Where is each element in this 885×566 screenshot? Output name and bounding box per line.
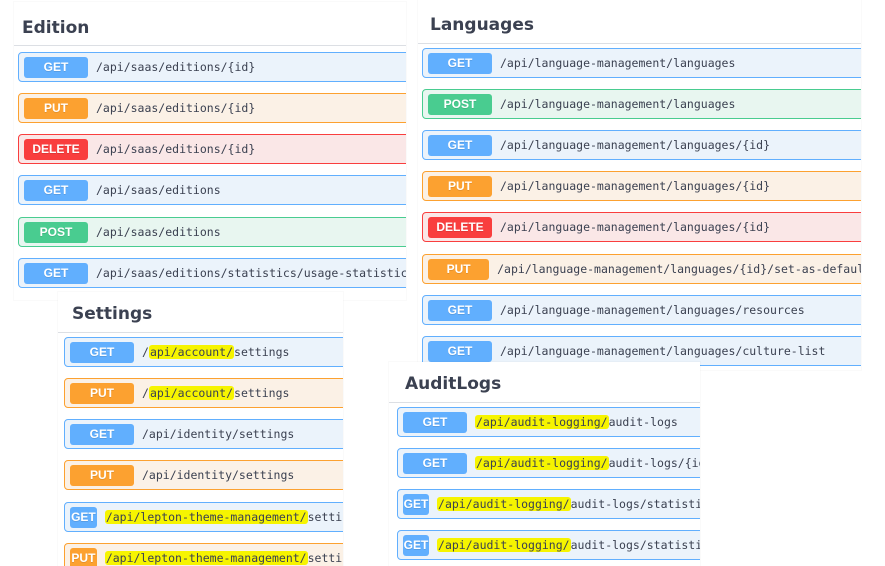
edition-panel: Edition GET /api/saas/editions/{id} PUT …	[14, 2, 406, 300]
auditlogs-divider	[389, 402, 700, 403]
path-highlight: /api/audit-logging/	[437, 497, 571, 511]
method-badge: GET	[70, 506, 97, 528]
endpoint-path: /api/audit-logging/audit-logs/statistics	[437, 497, 700, 511]
auditlogs-op-get-list[interactable]: GET /api/audit-logging/audit-logs	[397, 407, 700, 437]
method-badge: PUT	[70, 382, 134, 404]
edition-op-post[interactable]: POST /api/saas/editions	[18, 217, 406, 247]
endpoint-path: /api/identity/settings	[142, 468, 295, 482]
settings-op-get-lepton-theme[interactable]: GET /api/lepton-theme-management/setting…	[64, 502, 343, 532]
method-badge: PUT	[70, 464, 134, 486]
endpoint-path: /api/saas/editions/statistics/usage-stat…	[96, 266, 406, 280]
method-badge: GET	[428, 52, 492, 74]
endpoint-path: /api/saas/editions	[96, 225, 221, 239]
endpoint-path: /api/audit-logging/audit-logs	[475, 415, 678, 429]
edition-divider	[14, 45, 406, 46]
settings-op-put-account[interactable]: PUT /api/account/settings	[64, 378, 343, 408]
languages-title: Languages	[430, 15, 534, 35]
edition-op-get-by-id[interactable]: GET /api/saas/editions/{id}	[18, 52, 406, 82]
method-badge: POST	[428, 93, 492, 115]
method-badge: GET	[428, 340, 492, 362]
method-badge: GET	[24, 262, 88, 284]
endpoint-path: /api/audit-logging/audit-logs/{id}	[475, 456, 700, 470]
edition-op-delete-by-id[interactable]: DELETE /api/saas/editions/{id}	[18, 134, 406, 164]
settings-op-get-identity[interactable]: GET /api/identity/settings	[64, 419, 343, 449]
endpoint-path: /api/language-management/languages/cultu…	[500, 344, 826, 358]
edition-title: Edition	[22, 18, 90, 38]
settings-title: Settings	[72, 304, 153, 324]
auditlogs-op-get-statistics[interactable]: GET /api/audit-logging/audit-logs/statis…	[397, 489, 700, 519]
endpoint-path: /api/language-management/languages	[500, 97, 736, 111]
settings-divider	[58, 332, 343, 333]
endpoint-path: /api/account/settings	[142, 345, 290, 359]
endpoint-path: /api/language-management/languages/{id}/…	[497, 262, 861, 276]
method-badge: GET	[24, 56, 88, 78]
method-badge: PUT	[70, 547, 97, 566]
path-highlight: api/account/	[148, 345, 235, 359]
endpoint-path: /api/language-management/languages	[500, 56, 736, 70]
endpoint-path: /api/identity/settings	[142, 427, 295, 441]
method-badge: PUT	[24, 97, 88, 119]
endpoint-path: /api/saas/editions/{id}	[96, 142, 256, 156]
settings-op-get-account[interactable]: GET /api/account/settings	[64, 337, 343, 367]
settings-op-put-lepton-theme[interactable]: PUT /api/lepton-theme-management/setting…	[64, 543, 343, 566]
method-badge: PUT	[428, 258, 490, 280]
settings-panel: Settings GET /api/account/settings PUT /…	[58, 292, 343, 566]
path-highlight: /api/lepton-theme-management/	[104, 551, 308, 565]
path-highlight: /api/audit-logging/	[475, 415, 609, 429]
edition-op-get-usage-statistic[interactable]: GET /api/saas/editions/statistics/usage-…	[18, 258, 406, 288]
languages-op-delete-by-id[interactable]: DELETE /api/language-management/language…	[422, 212, 861, 242]
auditlogs-op-get-by-id[interactable]: GET /api/audit-logging/audit-logs/{id}	[397, 448, 700, 478]
path-highlight: api/account/	[148, 386, 235, 400]
path-highlight: /api/lepton-theme-management/	[104, 510, 308, 524]
endpoint-path: /api/saas/editions/{id}	[96, 60, 256, 74]
endpoint-path: /api/lepton-theme-management/settings	[104, 510, 343, 524]
languages-op-get-culture-list[interactable]: GET /api/language-management/languages/c…	[422, 336, 861, 366]
path-highlight: /api/audit-logging/	[437, 538, 571, 552]
endpoint-path: /api/audit-logging/audit-logs/statistics	[437, 538, 700, 552]
languages-divider	[418, 43, 861, 44]
method-badge: GET	[70, 341, 134, 363]
languages-op-put-by-id[interactable]: PUT /api/language-management/languages/{…	[422, 171, 861, 201]
endpoint-path: /api/lepton-theme-management/settings	[104, 551, 343, 565]
method-badge: GET	[403, 411, 467, 433]
method-badge: GET	[403, 493, 430, 515]
method-badge: GET	[428, 299, 492, 321]
endpoint-path: /api/saas/editions/{id}	[96, 101, 256, 115]
method-badge: POST	[24, 221, 88, 243]
endpoint-path: /api/language-management/languages/{id}	[500, 220, 771, 234]
endpoint-path: /api/language-management/languages/{id}	[500, 179, 771, 193]
edition-op-put-by-id[interactable]: PUT /api/saas/editions/{id}	[18, 93, 406, 123]
auditlogs-panel: AuditLogs GET /api/audit-logging/audit-l…	[389, 362, 700, 566]
endpoint-path: /api/saas/editions	[96, 183, 221, 197]
endpoint-path: /api/account/settings	[142, 386, 290, 400]
languages-op-get-by-id[interactable]: GET /api/language-management/languages/{…	[422, 130, 861, 160]
edition-op-get-list[interactable]: GET /api/saas/editions	[18, 175, 406, 205]
path-highlight: /api/audit-logging/	[475, 456, 609, 470]
auditlogs-op-get-statistics-2[interactable]: GET /api/audit-logging/audit-logs/statis…	[397, 530, 700, 560]
languages-op-put-set-as-default[interactable]: PUT /api/language-management/languages/{…	[422, 254, 861, 284]
auditlogs-title: AuditLogs	[405, 374, 502, 394]
languages-op-post[interactable]: POST /api/language-management/languages	[422, 89, 861, 119]
method-badge: PUT	[428, 175, 492, 197]
method-badge: DELETE	[428, 216, 492, 238]
languages-op-get-list[interactable]: GET /api/language-management/languages	[422, 48, 861, 78]
method-badge: GET	[403, 452, 467, 474]
method-badge: GET	[403, 534, 430, 556]
languages-op-get-resources[interactable]: GET /api/language-management/languages/r…	[422, 295, 861, 325]
method-badge: GET	[24, 179, 88, 201]
settings-op-put-identity[interactable]: PUT /api/identity/settings	[64, 460, 343, 490]
endpoint-path: /api/language-management/languages/{id}	[500, 138, 771, 152]
endpoint-path: /api/language-management/languages/resou…	[500, 303, 805, 317]
method-badge: GET	[70, 423, 134, 445]
languages-panel: Languages GET /api/language-management/l…	[418, 0, 861, 370]
method-badge: GET	[428, 134, 492, 156]
method-badge: DELETE	[24, 138, 88, 160]
